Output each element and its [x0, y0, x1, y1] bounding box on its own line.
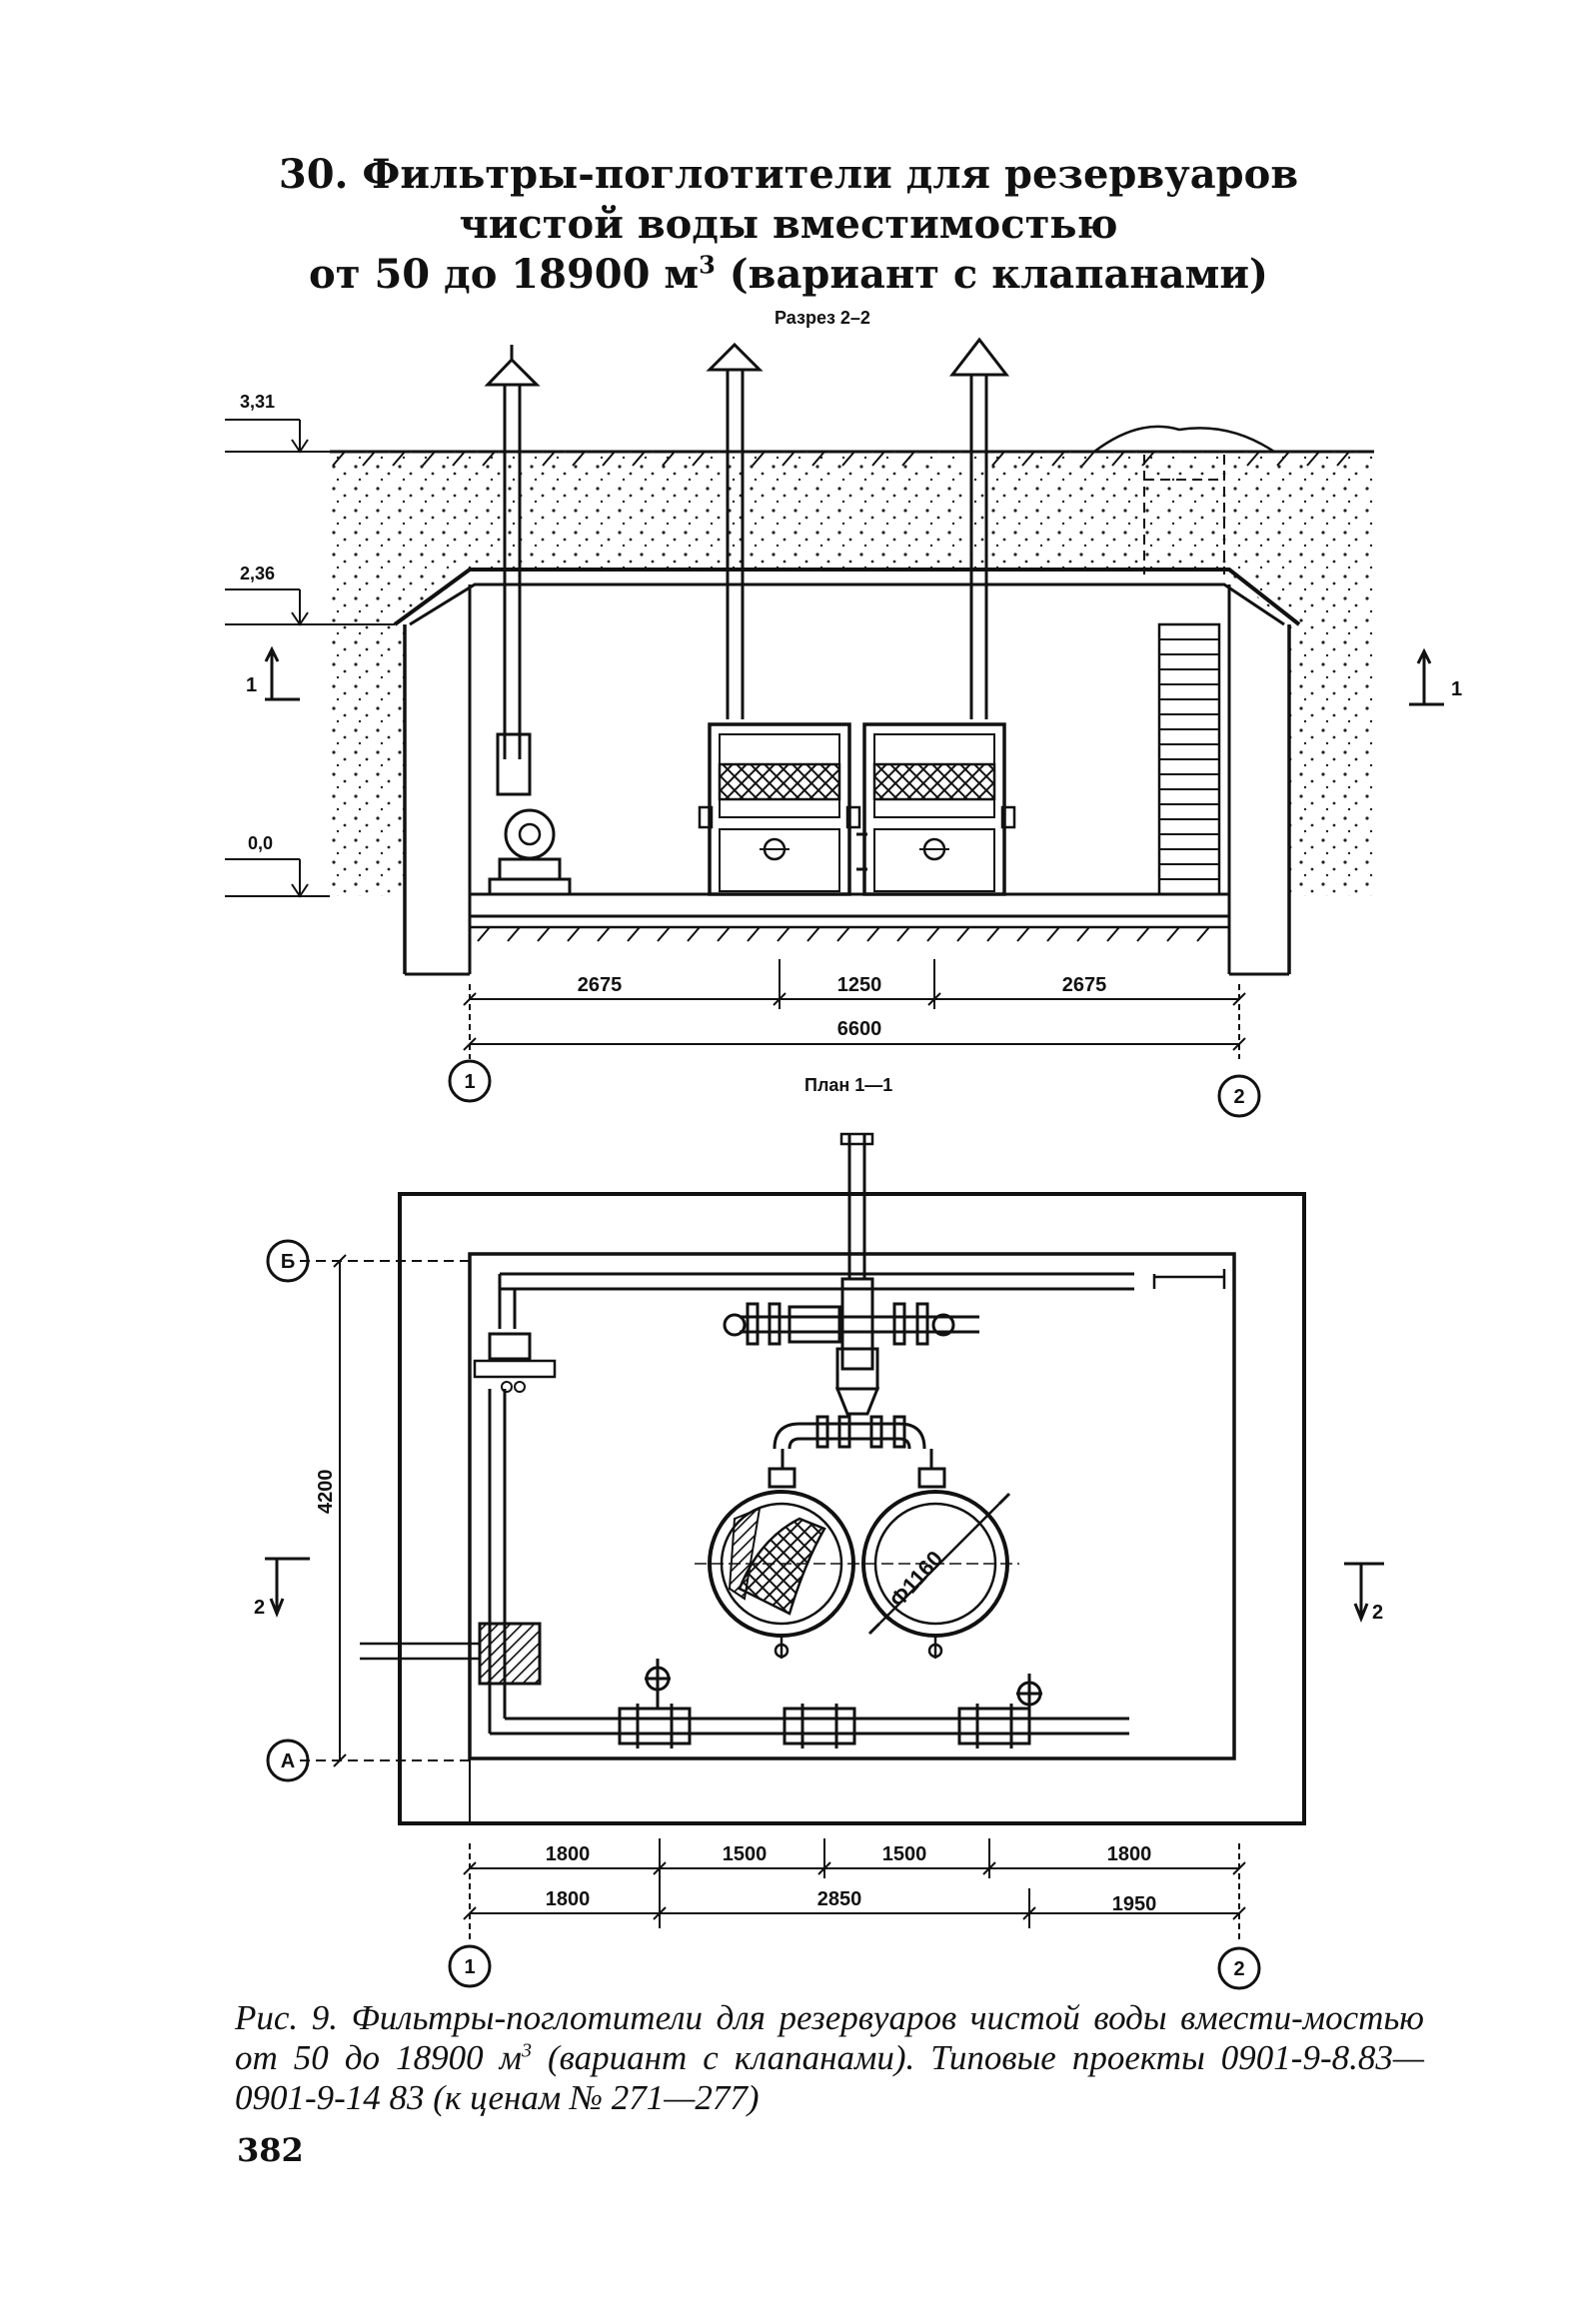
axis-a: А: [281, 1750, 295, 1772]
dim-1500-a: 1500: [723, 1843, 768, 1865]
page-title: 30. Фильтры-поглотители для резервуаров: [0, 150, 1577, 200]
level-236: 2,36: [240, 564, 275, 583]
plan-marker-left: 2: [254, 1597, 265, 1619]
axis-2-section: 2: [1233, 1086, 1244, 1108]
plan-marker-right: 2: [1372, 1602, 1383, 1624]
page-number: 382: [237, 2131, 304, 2169]
plan-label: План 1—1: [804, 1075, 892, 1095]
section-label: Разрез 2–2: [775, 308, 870, 328]
dim-2675-right: 2675: [1062, 974, 1107, 996]
title-number: 30.: [278, 151, 349, 198]
dim-1950: 1950: [1112, 1893, 1157, 1915]
title-line1: Фильтры-поглотители для резервуаров: [362, 151, 1299, 198]
section-marker-right: 1: [1451, 678, 1462, 700]
dim-4200: 4200: [315, 1470, 337, 1515]
dim-2850: 2850: [817, 1888, 862, 1910]
axis-1-plan: 1: [464, 1956, 475, 1978]
dim-1800-b: 1800: [1107, 1843, 1152, 1865]
axis-2-plan: 2: [1233, 1958, 1244, 1980]
dim-6600: 6600: [837, 1018, 882, 1040]
page-title-line2: чистой воды вместимостью: [459, 201, 1118, 248]
diameter-label: Ф1160: [884, 1546, 947, 1612]
section-marker-left: 1: [246, 674, 257, 696]
dim-1500-b: 1500: [882, 1843, 927, 1865]
dim-1250: 1250: [837, 974, 882, 996]
dim-1800-a: 1800: [546, 1843, 591, 1865]
page-title-line3: от 50 до 18900 м3 (вариант с клапанами): [309, 250, 1268, 298]
figure-caption: Рис. 9. Фильтры-поглотители для резервуа…: [235, 1998, 1424, 2117]
level-331: 3,31: [240, 392, 275, 412]
dim-1800-c: 1800: [546, 1888, 591, 1910]
level-00: 0,0: [248, 833, 273, 853]
section-drawing: [225, 337, 1444, 1118]
axis-1-section: 1: [464, 1071, 475, 1093]
plan-drawing: [265, 1132, 1384, 1990]
dim-2675-left: 2675: [578, 974, 623, 996]
axis-b: Б: [281, 1251, 295, 1273]
